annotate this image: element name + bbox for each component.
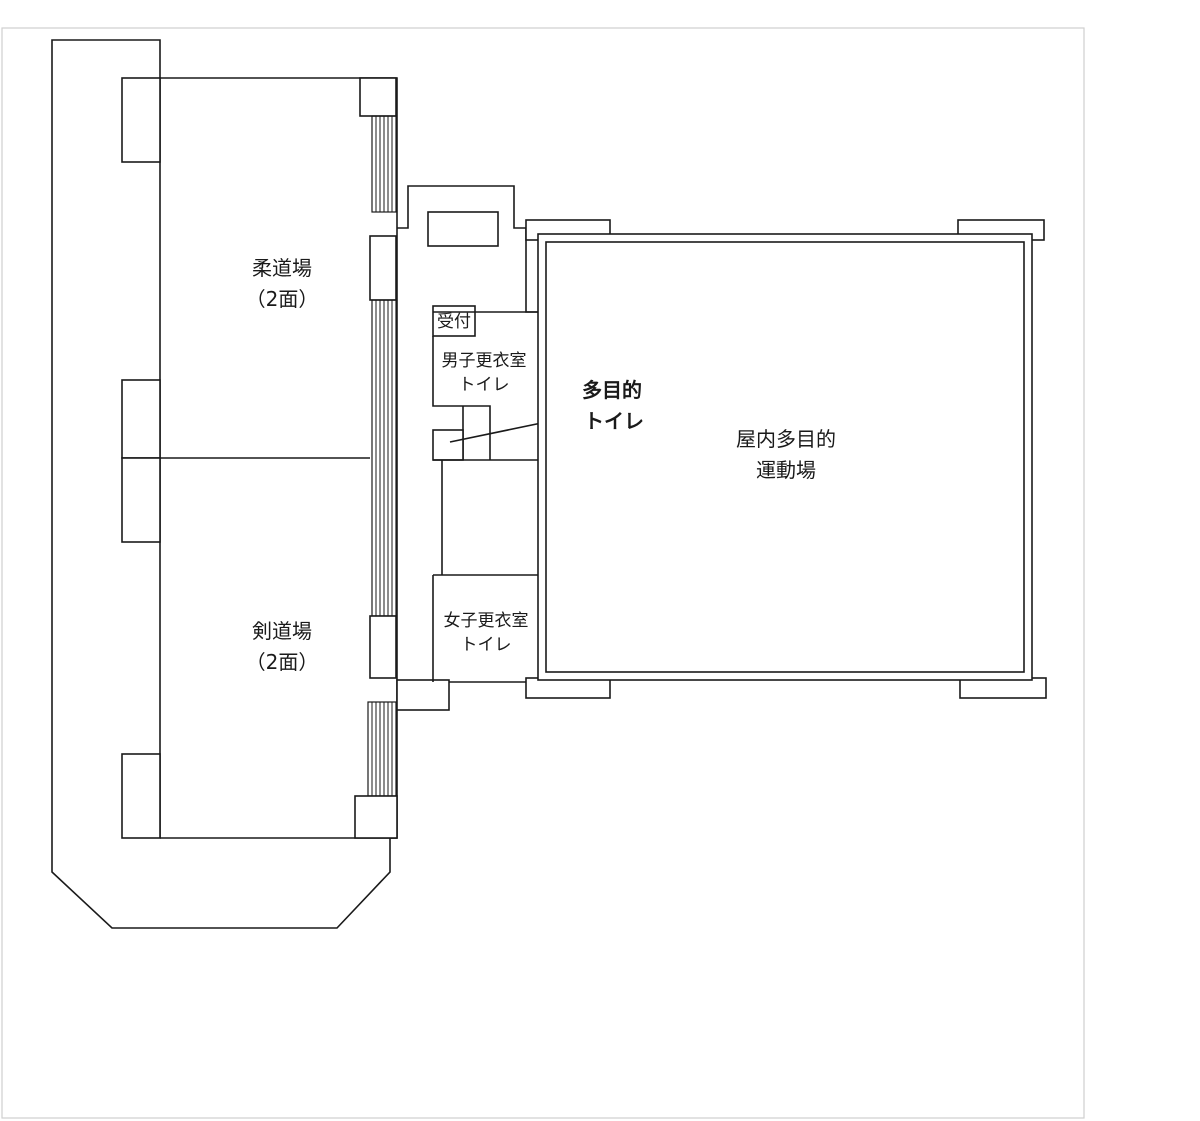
connector-outline [397, 185, 541, 683]
womens-locker-wall [432, 574, 540, 682]
mens-locker-sublabel: トイレ [459, 375, 510, 395]
wall-bay [121, 457, 161, 543]
womens-locker-sublabel: トイレ [461, 635, 512, 655]
judo-hall-label: 柔道場 [252, 256, 312, 280]
multipurpose-toilet-room [432, 429, 464, 461]
stair-landing [354, 795, 398, 839]
judo-hall-sublabel: （2面） [246, 287, 319, 311]
stair-treads [371, 116, 393, 796]
mens-locker-label: 男子更衣室 [442, 351, 527, 371]
corner-pad [525, 677, 611, 699]
kendo-hall-label: 剣道場 [252, 619, 312, 643]
multipurpose-toilet-sublabel: トイレ [584, 409, 644, 433]
womens-locker-label: 女子更衣室 [444, 611, 529, 631]
stair-landing [359, 77, 397, 117]
multipurpose-toilet-label: 多目的 [582, 378, 642, 402]
ground-inner-wall [545, 241, 1025, 673]
image-frame [1, 27, 1085, 1119]
entrance-canopy [427, 211, 499, 247]
kendo-hall-sublabel: （2面） [246, 650, 319, 674]
dojo-outline [51, 39, 398, 929]
wall-bay [121, 379, 161, 459]
storage-box [369, 235, 397, 301]
indoor-ground-sublabel: 運動場 [756, 458, 816, 482]
corner-pad [959, 677, 1047, 699]
entrance-step [396, 679, 450, 711]
wall-bay [121, 77, 161, 163]
reception-label: 受付 [437, 312, 471, 332]
reception-desk [432, 305, 476, 337]
storage-box [369, 615, 397, 679]
indoor-ground-label: 屋内多目的 [736, 427, 836, 451]
wall-bay [121, 753, 161, 839]
ground-outer-wall [537, 233, 1033, 681]
